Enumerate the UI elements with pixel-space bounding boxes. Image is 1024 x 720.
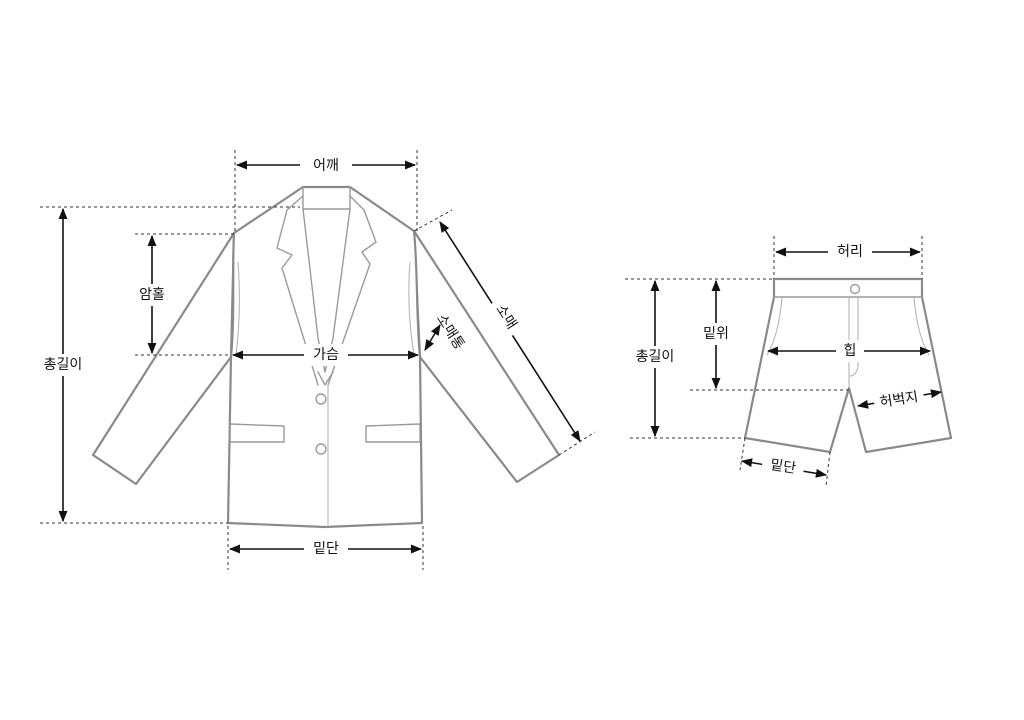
jacket-left-sleeve [91,231,236,486]
jacket-collar [302,186,351,210]
measure-thigh: 허벅지 [856,386,943,414]
label-armhole: 암홀 [139,287,165,303]
shorts-body [743,277,953,454]
jacket-right-sleeve [412,229,561,484]
label-total-length-shorts: 총길이 [636,349,675,365]
jacket-button-top [315,393,327,405]
jacket-left-lapel [276,195,319,386]
jacket-guides [40,150,596,570]
shorts-guides [625,236,923,487]
measure-hem-jacket: 밑단 [228,538,423,560]
shorts-illustration [743,277,953,454]
measure-shoulder: 어깨 [235,155,417,175]
jacket-neckline [302,208,351,373]
label-hip: 힙 [844,343,857,359]
jacket-button-bottom [315,443,327,455]
label-hem-shorts: 밑단 [769,457,797,477]
jacket-right-lapel [327,195,377,386]
label-total-length-jacket: 총길이 [44,357,83,373]
measure-total-length-jacket: 총길이 [38,207,88,523]
label-rise: 밑위 [703,326,729,342]
label-waist: 허리 [837,244,863,260]
measure-chest: 가슴 [231,344,420,366]
label-chest: 가슴 [313,347,339,363]
measure-hip: 힙 [766,340,932,362]
measure-total-length-shorts: 총길이 [630,279,680,438]
measure-hem-shorts: 밑단 [740,453,828,481]
jacket-left-pocket [229,423,285,443]
measure-waist: 허리 [774,241,922,263]
label-hem-jacket: 밑단 [313,541,339,557]
label-thigh: 허벅지 [879,389,920,411]
measure-armhole: 암홀 [132,234,172,355]
measure-rise: 밑위 [696,279,736,390]
shorts-button [849,283,861,295]
jacket-right-pocket [365,423,421,443]
label-shoulder: 어깨 [313,158,339,174]
